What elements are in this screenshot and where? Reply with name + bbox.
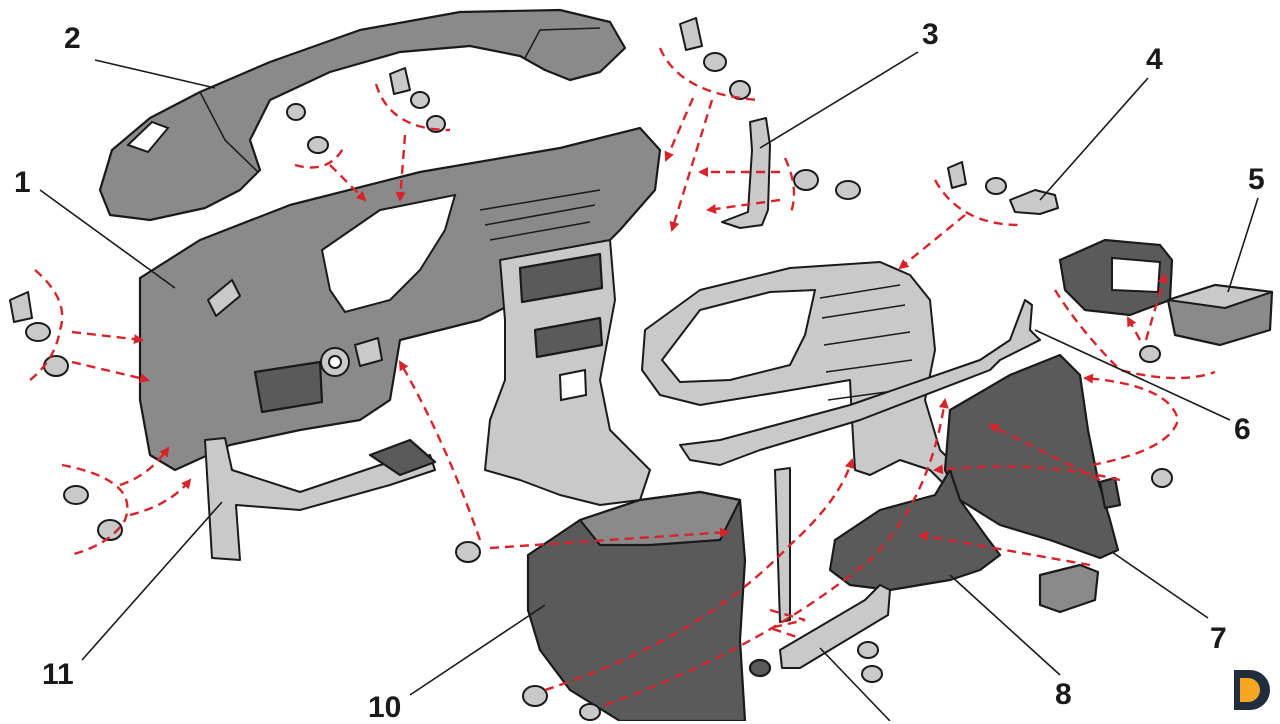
cluster-hood-part [98, 8, 627, 222]
ashtray-drawer-part [1166, 283, 1274, 347]
callout-10: 10 [368, 691, 402, 724]
crossbar-part [679, 299, 1041, 466]
dashboard-frame-part [641, 261, 961, 491]
lower-bracket-part [774, 467, 891, 669]
left-brace-part [204, 437, 437, 561]
callout-5: 5 [1248, 163, 1265, 196]
callout-11: 11 [42, 658, 74, 691]
tunnel-trim-part [828, 468, 1100, 614]
callout-6: 6 [1234, 413, 1251, 446]
callout-3: 3 [922, 18, 939, 51]
right-side-trim-part [943, 353, 1120, 560]
lower-trim-part [526, 490, 747, 721]
brand-logo-icon [1234, 670, 1270, 710]
fastener-set [9, 17, 1173, 721]
callout-8: 8 [1055, 678, 1072, 711]
callout-2: 2 [64, 22, 81, 55]
assembly-arrows [29, 47, 1216, 707]
clip-part [1009, 189, 1059, 215]
callout-4: 4 [1146, 43, 1163, 76]
center-console-part [484, 239, 651, 506]
side-bracket-part [721, 117, 771, 229]
dashboard-panel-part [138, 126, 662, 472]
leader-lines [39, 51, 1259, 721]
callout-1: 1 [14, 166, 31, 199]
callout-7: 7 [1210, 622, 1227, 655]
ashtray-housing-part [1058, 238, 1174, 317]
